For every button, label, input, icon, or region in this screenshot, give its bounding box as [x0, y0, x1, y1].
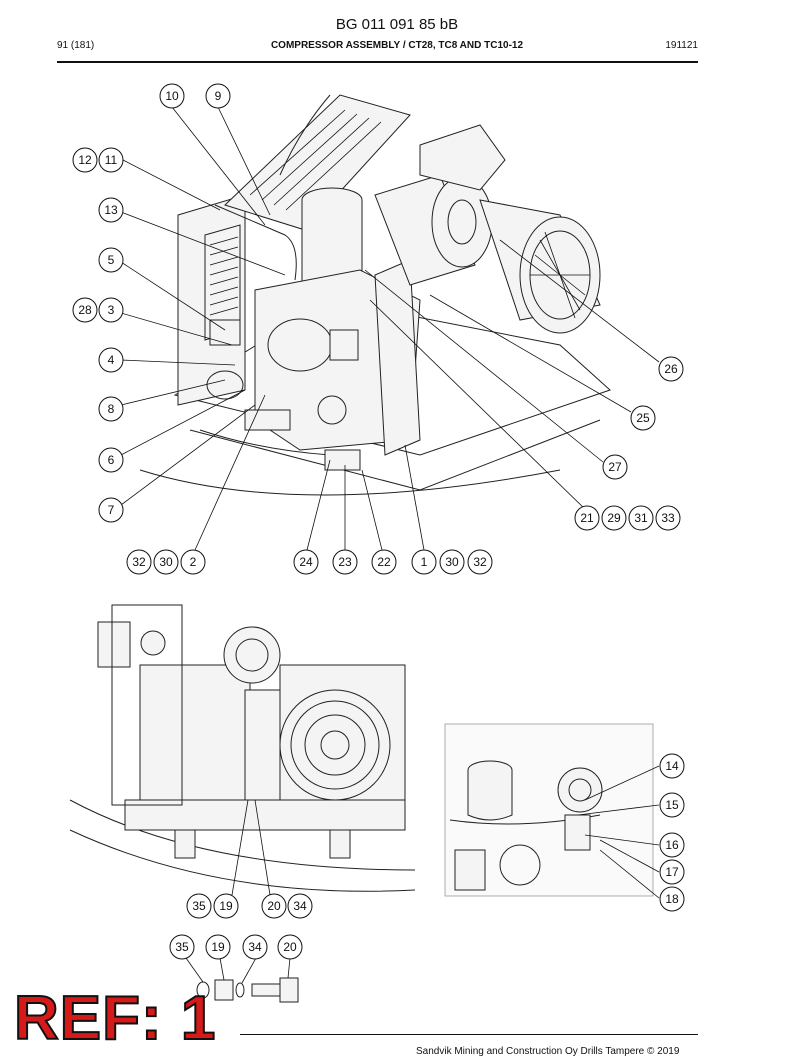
callout-32-right: 32	[467, 549, 493, 575]
callout-13: 13	[98, 197, 124, 223]
svg-text:21: 21	[580, 511, 594, 525]
svg-text:26: 26	[664, 362, 678, 376]
callout-12: 12	[72, 147, 98, 173]
callout-21: 21	[574, 505, 600, 531]
svg-text:33: 33	[661, 511, 675, 525]
callout-29: 29	[601, 505, 627, 531]
main-assembly-illustration	[139, 94, 611, 496]
callout-3: 3	[98, 297, 124, 323]
callout-30-left: 30	[153, 549, 179, 575]
svg-text:13: 13	[104, 203, 118, 217]
callout-18: 18	[659, 886, 685, 912]
page-title: COMPRESSOR ASSEMBLY / CT28, TC8 AND TC10…	[270, 40, 524, 51]
callout-side-20: 20	[261, 893, 287, 919]
callout-7: 7	[98, 497, 124, 523]
callout-10: 10	[159, 83, 185, 109]
callout-exploded-20: 20	[277, 934, 303, 960]
detail-view-illustration	[444, 723, 654, 897]
callout-22: 22	[371, 549, 397, 575]
svg-text:4: 4	[108, 353, 115, 367]
leader-lines-main	[120, 106, 660, 551]
callout-32-left: 32	[126, 549, 152, 575]
callout-exploded-34: 34	[242, 934, 268, 960]
svg-text:24: 24	[299, 555, 313, 569]
svg-text:35: 35	[175, 940, 189, 954]
svg-text:1: 1	[421, 555, 428, 569]
callout-side-34: 34	[287, 893, 313, 919]
svg-text:30: 30	[159, 555, 173, 569]
date-code: 191121	[665, 40, 698, 51]
callout-1: 1	[411, 549, 437, 575]
svg-text:19: 19	[219, 899, 233, 913]
svg-text:32: 32	[473, 555, 487, 569]
callout-25: 25	[630, 405, 656, 431]
callout-27: 27	[602, 454, 628, 480]
svg-text:15: 15	[665, 798, 679, 812]
callout-23: 23	[332, 549, 358, 575]
callout-4: 4	[98, 347, 124, 373]
svg-text:6: 6	[108, 453, 115, 467]
svg-text:31: 31	[634, 511, 648, 525]
footer-rule	[240, 1034, 698, 1035]
leader-lines-exploded	[185, 957, 291, 984]
svg-text:22: 22	[377, 555, 391, 569]
svg-text:35: 35	[192, 899, 206, 913]
svg-text:8: 8	[108, 402, 115, 416]
svg-text:20: 20	[267, 899, 281, 913]
svg-text:3: 3	[108, 303, 115, 317]
svg-text:16: 16	[665, 838, 679, 852]
svg-text:17: 17	[665, 865, 679, 879]
svg-text:29: 29	[607, 511, 621, 525]
callout-11: 11	[98, 147, 124, 173]
callout-9: 9	[205, 83, 231, 109]
svg-text:9: 9	[215, 89, 222, 103]
callout-26: 26	[658, 356, 684, 382]
svg-text:5: 5	[108, 253, 115, 267]
ref-stamp: REF: 1	[13, 984, 217, 1053]
callout-exploded-35: 35	[169, 934, 195, 960]
callout-5: 5	[98, 247, 124, 273]
callout-28: 28	[72, 297, 98, 323]
svg-text:20: 20	[283, 940, 297, 954]
svg-text:32: 32	[132, 555, 146, 569]
leader-lines-side	[231, 799, 271, 896]
svg-text:14: 14	[665, 759, 679, 773]
callout-17: 17	[659, 859, 685, 885]
svg-text:19: 19	[211, 940, 225, 954]
svg-text:34: 34	[248, 940, 262, 954]
callout-side-19: 19	[213, 893, 239, 919]
page-number: 91 (181)	[57, 40, 95, 51]
callout-24: 24	[293, 549, 319, 575]
callout-2: 2	[180, 549, 206, 575]
callout-31: 31	[628, 505, 654, 531]
callout-14: 14	[659, 753, 685, 779]
exploded-fittings-illustration	[196, 977, 299, 1003]
callout-exploded-19: 19	[205, 934, 231, 960]
svg-text:10: 10	[165, 89, 179, 103]
svg-text:28: 28	[78, 303, 92, 317]
footer-copyright: Sandvik Mining and Construction Oy Drill…	[416, 1046, 680, 1057]
callout-6: 6	[98, 447, 124, 473]
leader-lines-detail	[577, 765, 660, 899]
callout-30-right: 30	[439, 549, 465, 575]
svg-text:11: 11	[105, 153, 118, 167]
svg-text:30: 30	[445, 555, 459, 569]
callout-side-35: 35	[186, 893, 212, 919]
svg-text:18: 18	[665, 892, 679, 906]
svg-text:23: 23	[338, 555, 352, 569]
svg-text:34: 34	[293, 899, 307, 913]
callout-16: 16	[659, 832, 685, 858]
callout-15: 15	[659, 792, 685, 818]
document-number: BG 011 091 85 bB	[335, 16, 459, 33]
svg-text:7: 7	[108, 503, 115, 517]
svg-text:2: 2	[190, 555, 197, 569]
header-rule	[57, 61, 698, 63]
svg-text:27: 27	[608, 460, 622, 474]
side-view-illustration	[69, 604, 416, 892]
svg-text:12: 12	[78, 153, 92, 167]
callout-8: 8	[98, 396, 124, 422]
callout-33: 33	[655, 505, 681, 531]
svg-text:25: 25	[636, 411, 650, 425]
